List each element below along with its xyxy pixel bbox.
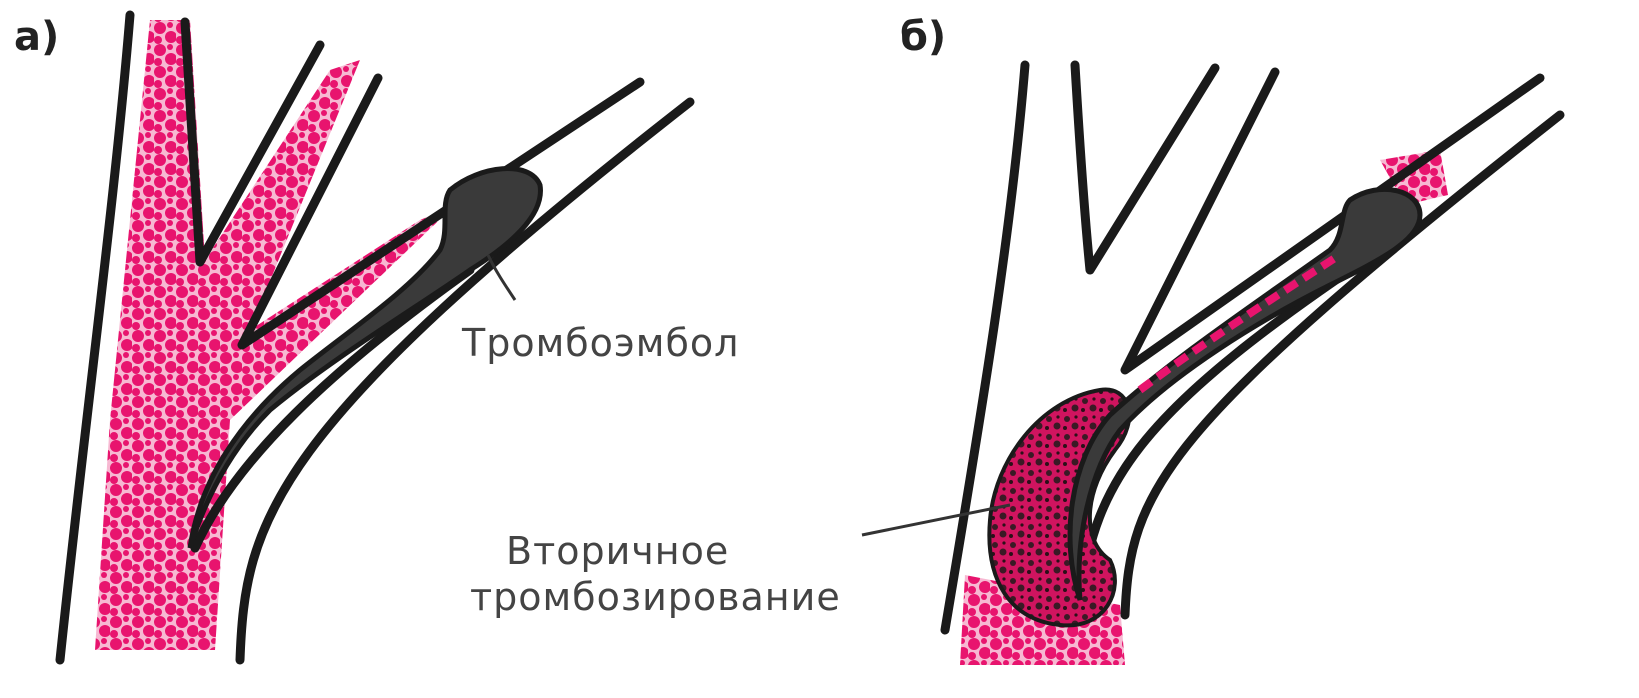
secondary-thrombosis-line1: Вторичное [470, 528, 841, 574]
panel-b-label: б) [900, 14, 946, 60]
panel-a-label: а) [14, 14, 59, 60]
panel-b-illustration [862, 65, 1560, 665]
panel-a-blood [95, 20, 455, 650]
secondary-thrombosis-label: Вторичное тромбозирование [470, 528, 841, 620]
thromboembolus-label: Тромбоэмбол [462, 320, 739, 366]
secondary-thrombosis-line2: тромбозирование [470, 574, 841, 620]
